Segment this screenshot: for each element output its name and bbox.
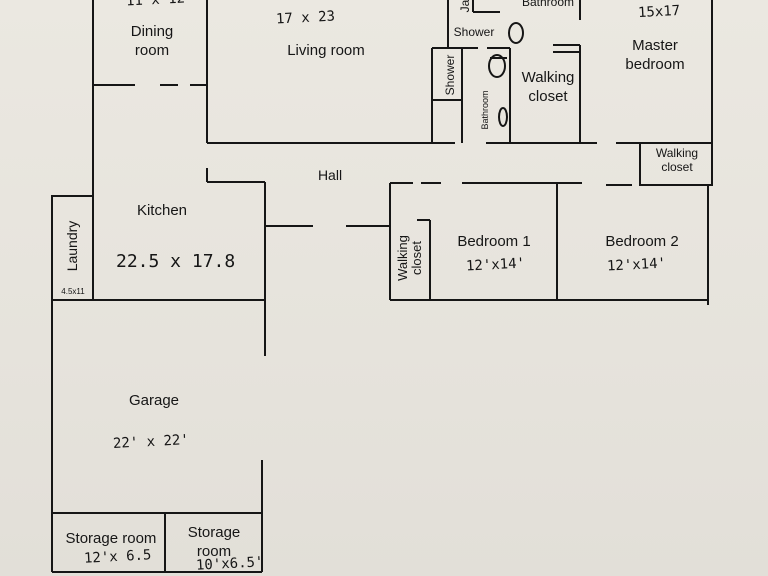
master-bedroom-label: Master bedroom — [625, 37, 685, 73]
bedroom1-label: Bedroom 1 — [457, 233, 531, 250]
jack-bath-label: Ja — [458, 0, 472, 13]
kitchen-dimension: 22.5 x 17.8 — [116, 251, 236, 272]
laundry-label: Laundry — [64, 220, 80, 272]
sink-fixture — [498, 107, 508, 127]
bedroom2-dimension: 12'x14' — [606, 255, 667, 275]
walking-closet-bed1-label: Walking closet — [395, 235, 424, 281]
master-bedroom-dimension: 15x17 — [637, 2, 681, 22]
garage-dimension: 22' x 22' — [112, 432, 190, 452]
storage-room1-label: Storage room — [65, 530, 157, 547]
walking-closet-master-label: Walking closet — [521, 69, 575, 105]
shower-label-side: Shower — [443, 54, 457, 96]
living-room-dimension: 17 x 23 — [275, 8, 336, 28]
bedroom1-dimension: 12'x14' — [465, 255, 526, 275]
hall-label: Hall — [317, 167, 343, 183]
storage-room2-label: Storage room — [187, 524, 241, 560]
master-bathroom-label: Bathroom — [521, 0, 575, 9]
bathroom-label-side: Bathroom — [480, 90, 490, 130]
toilet-fixture — [508, 22, 524, 44]
walking-closet-right-label: Walking closet — [655, 146, 699, 174]
bedroom2-label: Bedroom 2 — [605, 233, 679, 250]
kitchen-label: Kitchen — [136, 202, 188, 219]
laundry-dimension: 4.5x11 — [61, 287, 85, 296]
shower-label-top: Shower — [453, 25, 495, 39]
garage-label: Garage — [128, 392, 180, 409]
storage-room2-dimension: 10'x6.5' — [195, 554, 264, 574]
living-room-label: Living room — [287, 42, 365, 59]
dining-room-label: Dining room — [130, 23, 174, 59]
storage-room1-dimension: 12'x 6.5 — [83, 547, 152, 567]
toilet-fixture — [488, 54, 506, 78]
